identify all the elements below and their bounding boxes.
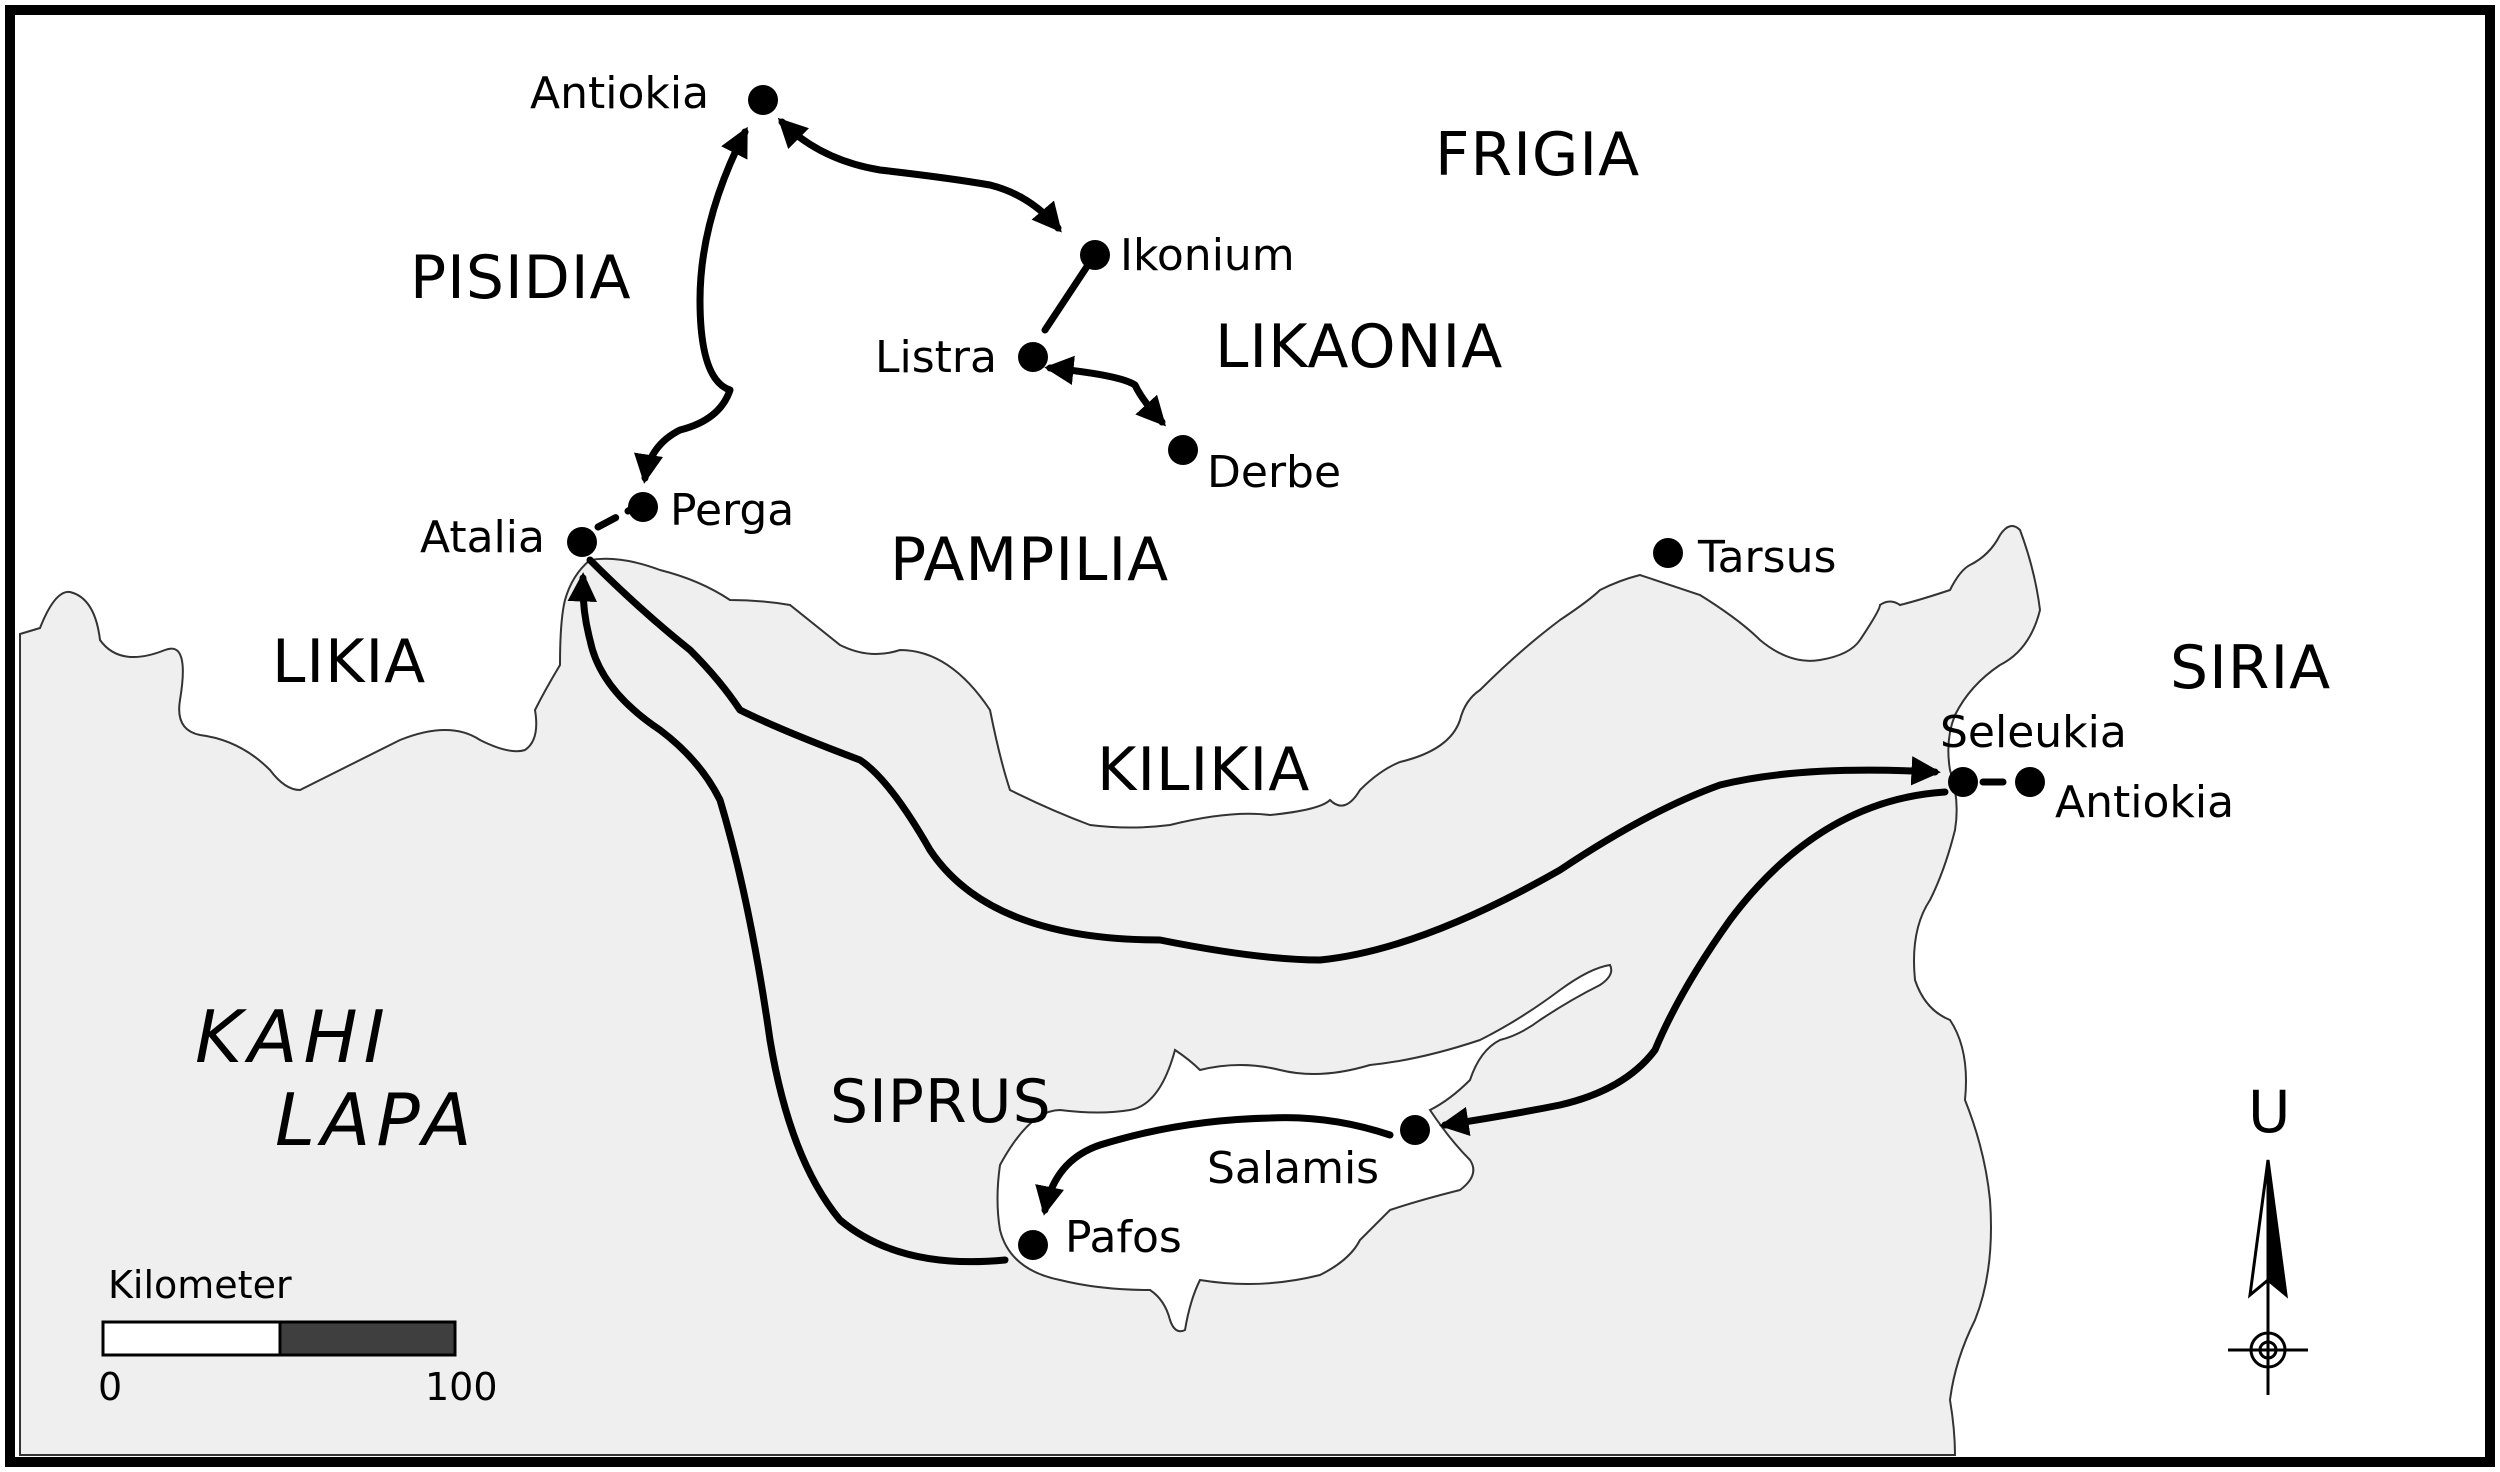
region-label-pisidia: PISIDIA xyxy=(410,243,632,313)
city-label-ikonium: Ikonium xyxy=(1120,230,1295,281)
scale-bar-dark-segment xyxy=(278,1320,457,1357)
city-dot-atalia xyxy=(567,527,597,557)
city-label-antiokia-siria: Antiokia xyxy=(2055,777,2234,828)
scale-bar-white-segment xyxy=(101,1320,282,1357)
city-markers xyxy=(567,85,2045,1260)
route-listra-derbe xyxy=(1044,355,1166,427)
city-label-atalia: Atalia xyxy=(420,512,545,563)
region-label-frigia: FRIGIA xyxy=(1435,120,1640,190)
city-label-antiokia-pisidia: Antiokia xyxy=(530,68,709,119)
city-dot-derbe xyxy=(1168,435,1198,465)
region-label-pampilia: PAMPILIA xyxy=(890,525,1169,595)
route-atalia-perga xyxy=(594,506,634,531)
city-label-seleukia: Seleukia xyxy=(1940,707,2127,758)
scale-bar-max-label: 100 xyxy=(425,1365,498,1409)
route-atalia-seleukia xyxy=(586,556,1941,964)
city-label-derbe: Derbe xyxy=(1207,447,1341,498)
map-frame xyxy=(5,5,2495,1467)
route-antiokia-ikonium xyxy=(777,117,1062,233)
route-ikonium-listra xyxy=(1041,258,1094,334)
sea-label-line2: LAPA xyxy=(275,1078,477,1162)
cyprus-island xyxy=(996,963,1613,1333)
city-dot-antiokia-siria xyxy=(2015,767,2045,797)
route-seleukia-salamis xyxy=(1439,788,1949,1136)
north-arrow-ring-outer xyxy=(2249,1331,2287,1369)
north-arrow: U xyxy=(2228,1078,2308,1395)
mediterranean-sea xyxy=(19,525,2042,1456)
region-label-likia: LIKIA xyxy=(272,627,426,697)
city-label-tarsus: Tarsus xyxy=(1697,532,1836,583)
region-label-siria: SIRIA xyxy=(2170,633,2331,703)
travel-routes xyxy=(567,117,2019,1266)
city-dot-tarsus xyxy=(1653,538,1683,568)
city-dot-seleukia xyxy=(1948,767,1978,797)
route-salamis-pafos xyxy=(1035,1114,1394,1216)
city-dot-listra xyxy=(1018,342,1048,372)
city-label-perga: Perga xyxy=(670,485,794,536)
region-label-likaonia: LIKAONIA xyxy=(1215,312,1503,382)
city-dot-pafos xyxy=(1018,1230,1048,1260)
route-antiokia-perga xyxy=(633,126,749,484)
city-label-pafos: Pafos xyxy=(1065,1212,1182,1263)
city-labels: Antiokia Ikonium Listra Derbe Perga Atal… xyxy=(420,68,2234,1263)
north-arrow-label: U xyxy=(2248,1078,2290,1146)
city-dot-perga xyxy=(628,492,658,522)
city-dot-antiokia-pisidia xyxy=(748,85,778,115)
city-dot-salamis xyxy=(1400,1115,1430,1145)
scale-bar-min-label: 0 xyxy=(98,1365,122,1409)
region-labels: FRIGIA PISIDIA LIKAONIA PAMPILIA LIKIA K… xyxy=(272,120,2331,1137)
scale-bar-title: Kilometer xyxy=(108,1263,292,1307)
sea-label-line1: KAHI xyxy=(195,995,391,1079)
city-dot-ikonium xyxy=(1080,240,1110,270)
north-arrow-right-half xyxy=(2266,1159,2288,1299)
route-pafos-atalia xyxy=(567,572,1009,1266)
city-label-salamis: Salamis xyxy=(1207,1143,1379,1194)
north-arrow-ring-inner xyxy=(2258,1340,2278,1360)
region-label-kilikia: KILIKIA xyxy=(1097,735,1310,805)
scale-bar: Kilometer 0 100 xyxy=(98,1263,498,1409)
region-label-siprus: SIPRUS xyxy=(830,1067,1052,1137)
city-label-listra: Listra xyxy=(875,332,997,383)
